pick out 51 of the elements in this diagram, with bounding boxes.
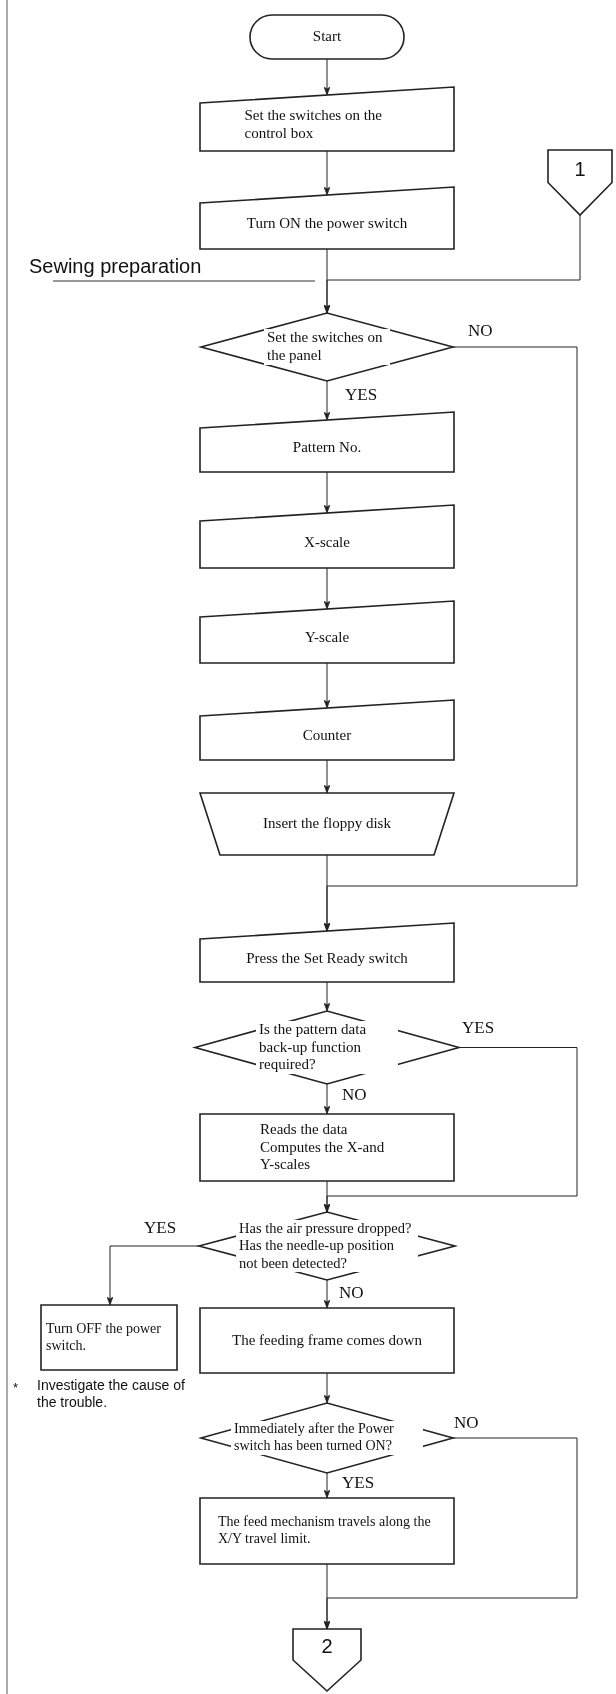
step-text: 2 [321, 1635, 333, 1659]
input-step-box [200, 700, 454, 760]
step-text: Turn ON the power switch [246, 215, 408, 233]
step-text: Set the switches on the panel [264, 329, 390, 365]
section-title: Sewing preparation [29, 254, 203, 278]
step-text: Turn OFF the power switch. [46, 1321, 162, 1354]
process-box [200, 1308, 454, 1373]
step-text: 1 [574, 157, 586, 182]
note-text: Investigate the cause of the trouble. [37, 1377, 186, 1411]
step-text: Pattern No. [292, 439, 362, 457]
step-text: The feed mechanism travels along the X/Y travel limit. [218, 1514, 432, 1548]
manual-operation-box [200, 793, 454, 855]
step-text: The feeding frame comes down [232, 1331, 422, 1350]
step-text: Is the pattern data back-up function required? [256, 1020, 398, 1075]
step-text: Has the air pressure dropped? Has the needle-up position not been detected? [236, 1220, 418, 1272]
step-text: Press the Set Ready switch [246, 949, 408, 968]
process-box [200, 1498, 454, 1564]
flow-arrow [323, 214, 581, 314]
flow-arrow [323, 150, 331, 196]
step-text: Immediately after the Power switch has been turned ON? [231, 1421, 423, 1455]
step-text: Set the switches on the control box [244, 107, 383, 143]
flow-arrow [323, 759, 331, 794]
flow-arrow [323, 471, 331, 514]
flow-arrow [323, 58, 331, 96]
start-terminal [250, 15, 404, 59]
bracket-box [41, 1305, 177, 1370]
input-step-box [200, 923, 454, 982]
flow-arrow [106, 1245, 200, 1306]
offpage-connector [293, 1629, 361, 1691]
decision-diamond [201, 1403, 453, 1473]
step-text: Y-scale [304, 629, 350, 647]
step-text: Counter [302, 727, 352, 745]
flow-arrow [323, 1472, 331, 1499]
step-text: Reads the data Computes the X-and Y-scales [260, 1120, 386, 1175]
offpage-connector [548, 150, 612, 215]
input-step-box [200, 505, 454, 568]
step-text: X-scale [304, 533, 350, 552]
step-text: Start [312, 28, 342, 46]
decision-diamond [195, 1011, 459, 1084]
footnote-mark: * [13, 1380, 20, 1396]
process-box [200, 1114, 454, 1181]
step-text: Insert the floppy disk [263, 815, 391, 833]
flow-arrow [323, 1372, 331, 1404]
flow-arrow [323, 981, 331, 1012]
input-step-box [200, 412, 454, 472]
input-step-box [200, 601, 454, 663]
decision-diamond [199, 1212, 455, 1280]
input-step-box [200, 187, 454, 249]
input-step-box [200, 87, 454, 151]
decision-diamond [201, 313, 453, 381]
flow-arrow [323, 662, 331, 709]
